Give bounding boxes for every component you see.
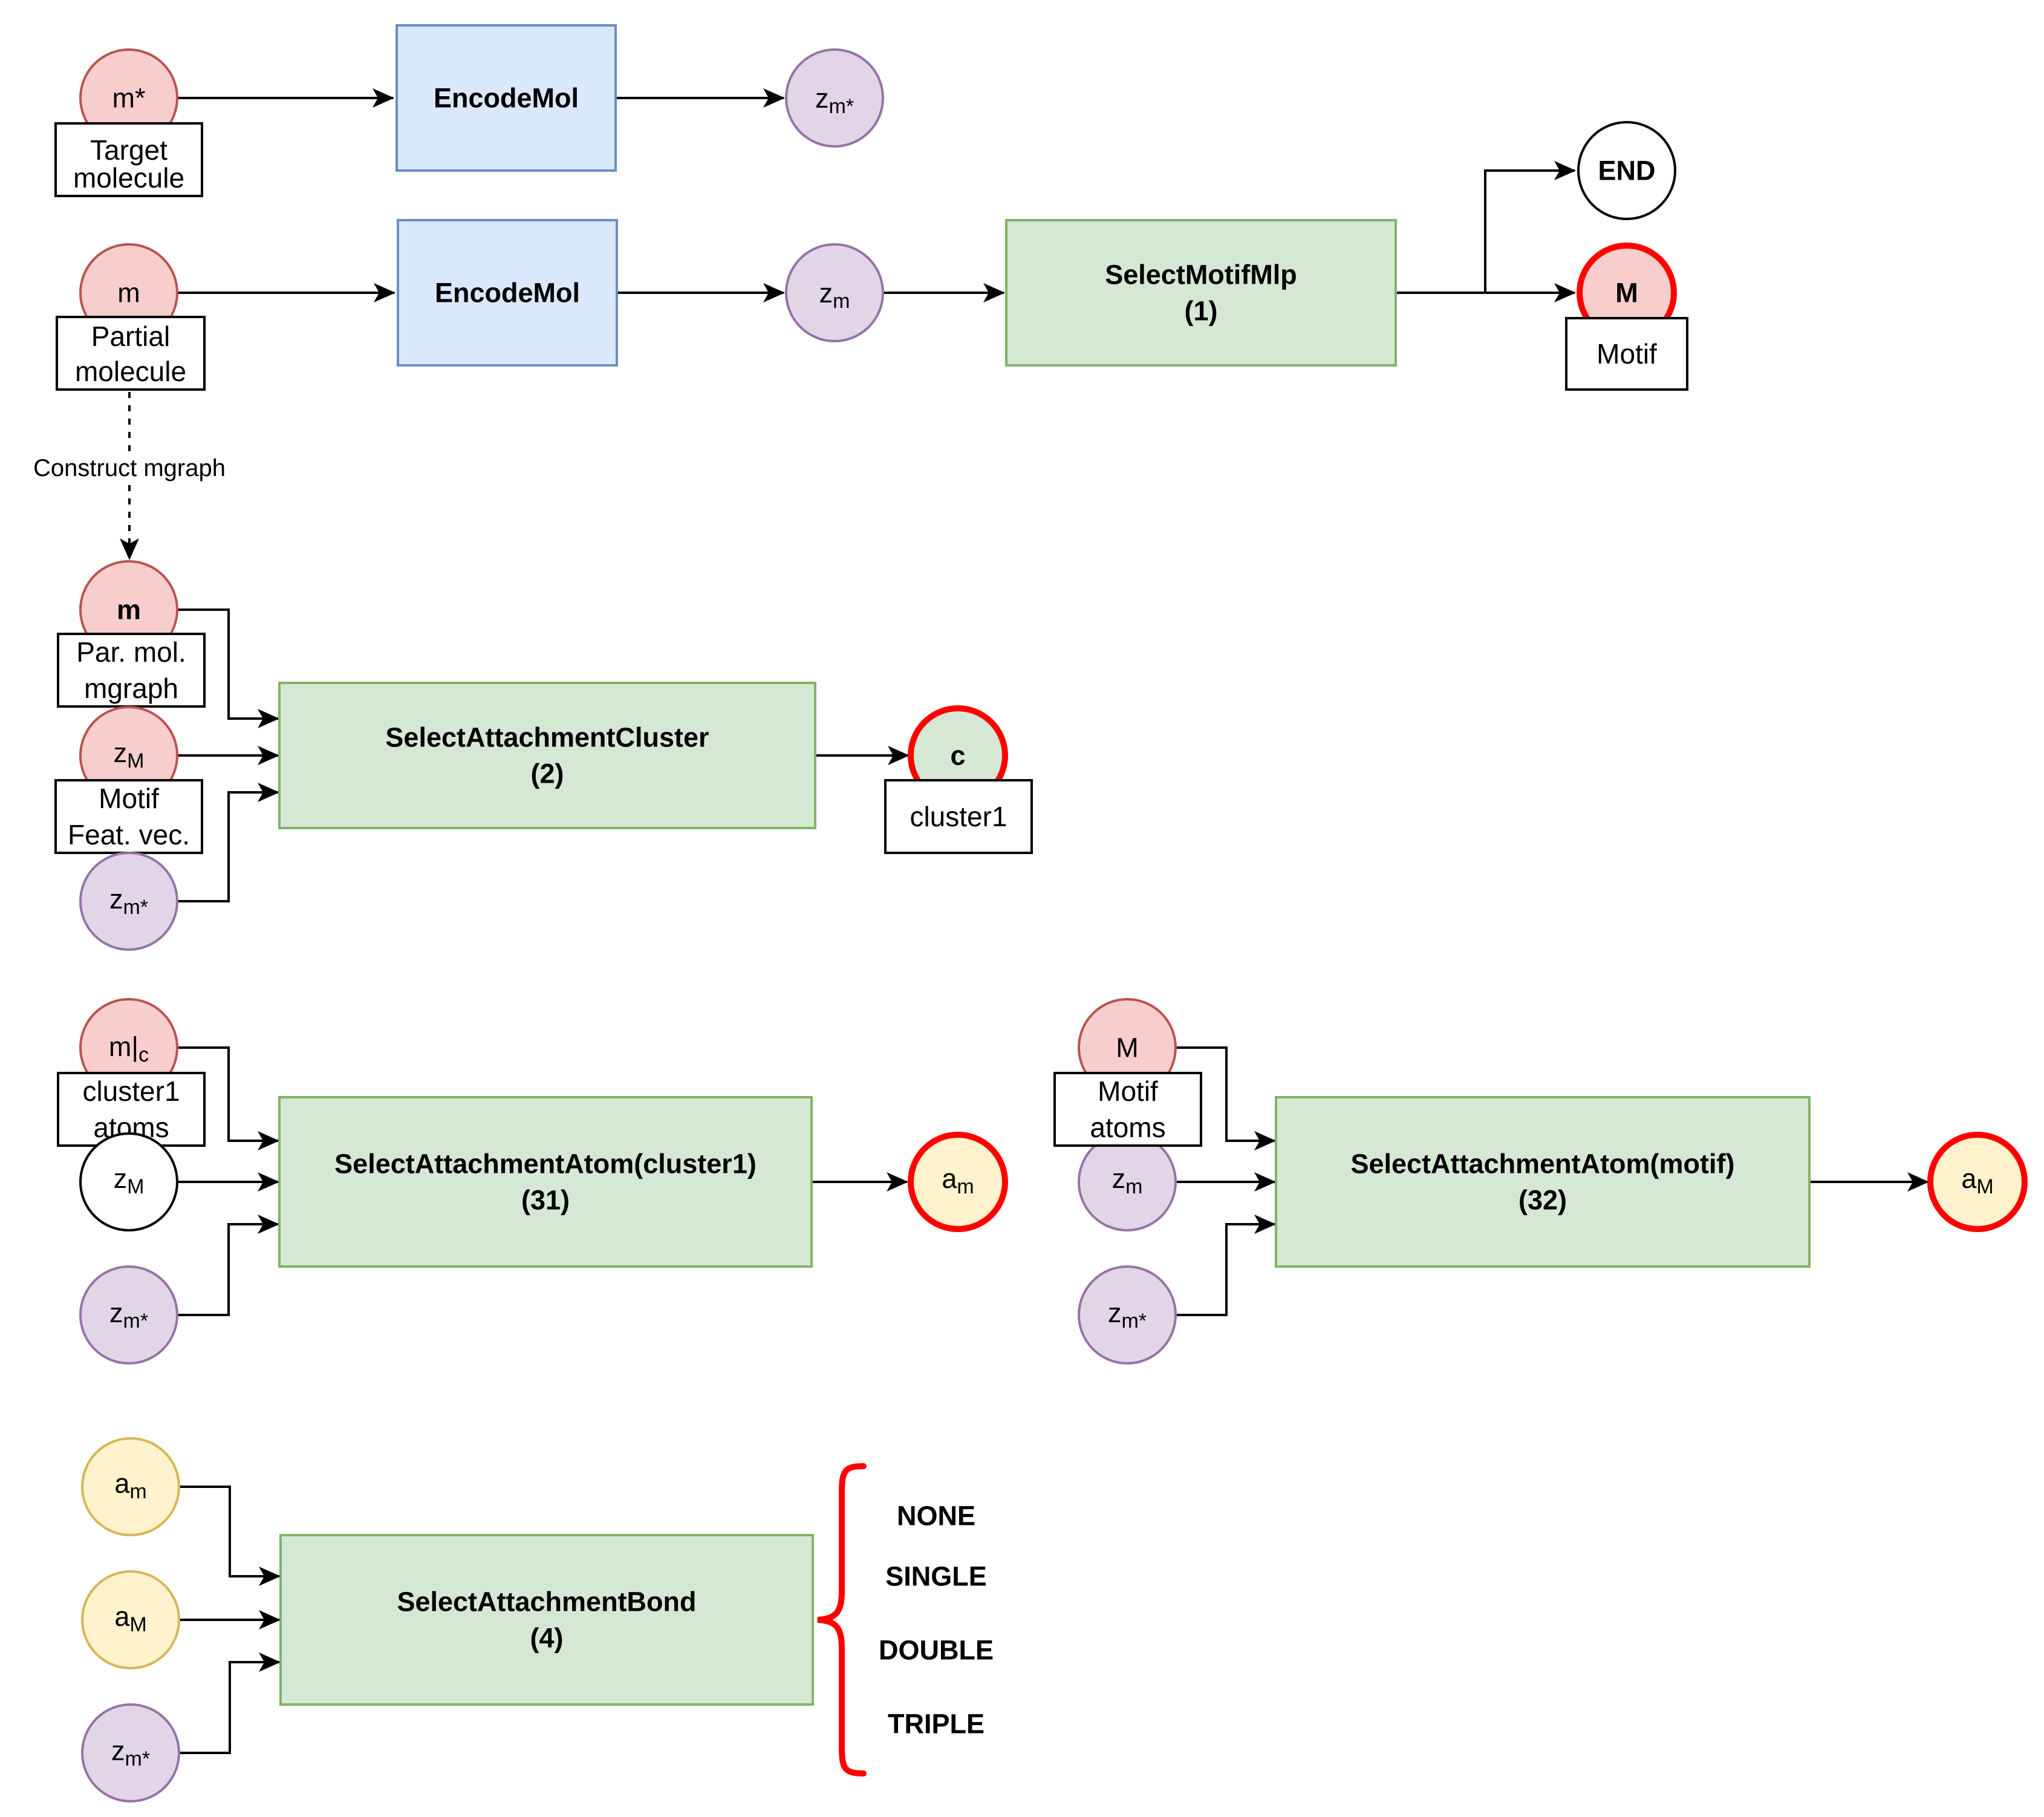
- node-z-mstar-3: zm*: [79, 1265, 178, 1365]
- z-mstar-3-text: zm*: [109, 1297, 148, 1333]
- motif-feat-line1: Motif: [99, 783, 159, 814]
- bond-option-triple: TRIPLE: [888, 1709, 985, 1740]
- motif-feat-line2: Feat. vec.: [68, 819, 190, 850]
- edge-selectmotif-end: [1484, 161, 1576, 293]
- box-selectattachmentatom-cluster: SelectAttachmentAtom(cluster1) (31): [278, 1096, 813, 1268]
- z-m-1-text: zm: [819, 278, 850, 313]
- bond-option-single: SINGLE: [885, 1561, 987, 1592]
- selectmotifmlp-number: (1): [1185, 296, 1218, 327]
- construct-mgraph-text: Construct mgraph: [33, 455, 226, 481]
- edge-mc-atom1: [177, 1046, 279, 1150]
- motif-M-text: M: [1615, 278, 1638, 308]
- target-label-line2: molecule: [73, 162, 184, 194]
- node-z-mstar-2: zm*: [79, 852, 178, 951]
- node-a-M-out: aM: [1927, 1132, 2028, 1232]
- m-mgraph-text: m: [117, 595, 141, 625]
- z-M-1-text: zM: [114, 737, 145, 773]
- label-cluster1: cluster1: [884, 779, 1033, 854]
- bond-options-brace: [817, 1463, 867, 1776]
- m-c-text: m|c: [109, 1031, 149, 1067]
- z-m-2-text: zm: [1112, 1163, 1143, 1199]
- box-encodemol-2: EncodeMol: [397, 219, 618, 367]
- partial-label-line2: molecule: [75, 356, 186, 387]
- node-z-mstar-5: zm*: [81, 1703, 180, 1802]
- z-M-2-text: zM: [114, 1163, 145, 1199]
- a-M-in-text: aM: [114, 1601, 146, 1637]
- node-z-M-2: zM: [79, 1132, 178, 1231]
- node-a-m-in: am: [81, 1437, 180, 1536]
- label-par-mol-mgraph: Par. mol. mgraph: [57, 633, 206, 708]
- end-text: END: [1598, 155, 1655, 186]
- box-selectattachmentcluster: SelectAttachmentCluster (2): [278, 682, 816, 829]
- label-motif-atoms: Motif atoms: [1053, 1072, 1202, 1147]
- node-a-M-in: aM: [81, 1570, 180, 1669]
- box-encodemol-1: EncodeMol: [395, 24, 617, 172]
- node-end: END: [1577, 121, 1676, 220]
- z-mstar-2-text: zm*: [109, 884, 148, 919]
- parmol-line2: mgraph: [84, 673, 178, 704]
- z-mstar-4-text: zm*: [1108, 1297, 1147, 1333]
- edge-M-atom2: [1177, 1046, 1276, 1150]
- edge-zmstar-atom2: [1177, 1215, 1276, 1316]
- motif-label-text: Motif: [1596, 338, 1657, 370]
- bond-option-double: DOUBLE: [879, 1635, 994, 1666]
- bond-options: NONE SINGLE DOUBLE TRIPLE: [879, 1501, 994, 1740]
- selectmotifmlp-title: SelectMotifMlp: [1105, 259, 1297, 290]
- encodemol-2-text: EncodeMol: [435, 278, 580, 308]
- label-target-molecule: Target molecule: [54, 122, 203, 197]
- selectatom1-title: SelectAttachmentAtom(cluster1): [334, 1149, 757, 1179]
- selectatom1-number: (31): [521, 1185, 570, 1216]
- selectatom2-title: SelectAttachmentAtom(motif): [1350, 1149, 1734, 1179]
- node-z-m-1: zm: [785, 243, 884, 342]
- edges: [120, 88, 1929, 1754]
- a-m-out-text: am: [942, 1163, 974, 1199]
- edge-zmstar-cluster: [177, 783, 279, 902]
- node-z-mstar-1: zm*: [785, 48, 884, 148]
- target-label-line1: Target: [90, 134, 168, 166]
- label-motif-feat-vec: Motif Feat. vec.: [54, 779, 203, 854]
- a-M-out-text: aM: [1961, 1163, 1993, 1199]
- selectcluster-number: (2): [531, 758, 564, 789]
- label-motif: Motif: [1565, 317, 1688, 391]
- node-z-mstar-4: zm*: [1078, 1265, 1177, 1365]
- box-selectattachmentbond: SelectAttachmentBond (4): [279, 1534, 814, 1706]
- cluster1-atoms-line1: cluster1: [82, 1075, 180, 1107]
- construct-mgraph-label: Construct mgraph: [18, 452, 248, 483]
- selectbond-title: SelectAttachmentBond: [397, 1587, 696, 1617]
- m-star-text: m*: [112, 83, 146, 114]
- edge-zmstar-bond: [179, 1652, 281, 1754]
- encodemol-1-text: EncodeMol: [434, 83, 579, 114]
- partial-label-line1: Partial: [91, 321, 170, 352]
- z-mstar-1-text: zm*: [815, 83, 854, 119]
- selectbond-number: (4): [530, 1623, 564, 1654]
- node-motif-M: M: [1577, 243, 1677, 343]
- M-motif-text: M: [1116, 1032, 1139, 1063]
- box-selectmotifmlp: SelectMotifMlp (1): [1005, 219, 1397, 367]
- motif-atoms-line1: Motif: [1098, 1075, 1158, 1107]
- box-selectattachmentatom-motif: SelectAttachmentAtom(motif) (32): [1275, 1096, 1811, 1268]
- node-a-m-out: am: [908, 1132, 1008, 1232]
- edge-am-bond: [179, 1486, 281, 1586]
- motif-atoms-line2: atoms: [1090, 1112, 1165, 1143]
- a-m-in-text: am: [114, 1468, 146, 1504]
- parmol-line1: Par. mol.: [76, 636, 186, 668]
- edge-zmstar-atom1: [177, 1215, 279, 1316]
- bond-option-none: NONE: [897, 1501, 975, 1532]
- cluster1-label-text: cluster1: [910, 801, 1007, 832]
- label-partial-molecule: Partial molecule: [56, 316, 206, 391]
- z-mstar-5-text: zm*: [111, 1735, 150, 1771]
- m-partial-text: m: [117, 278, 140, 308]
- selectatom2-number: (32): [1518, 1185, 1567, 1216]
- edge-mgraph-cluster: [177, 608, 279, 728]
- c-text: c: [950, 740, 965, 771]
- node-z-m-2: zm: [1078, 1132, 1177, 1231]
- selectcluster-title: SelectAttachmentCluster: [385, 722, 709, 753]
